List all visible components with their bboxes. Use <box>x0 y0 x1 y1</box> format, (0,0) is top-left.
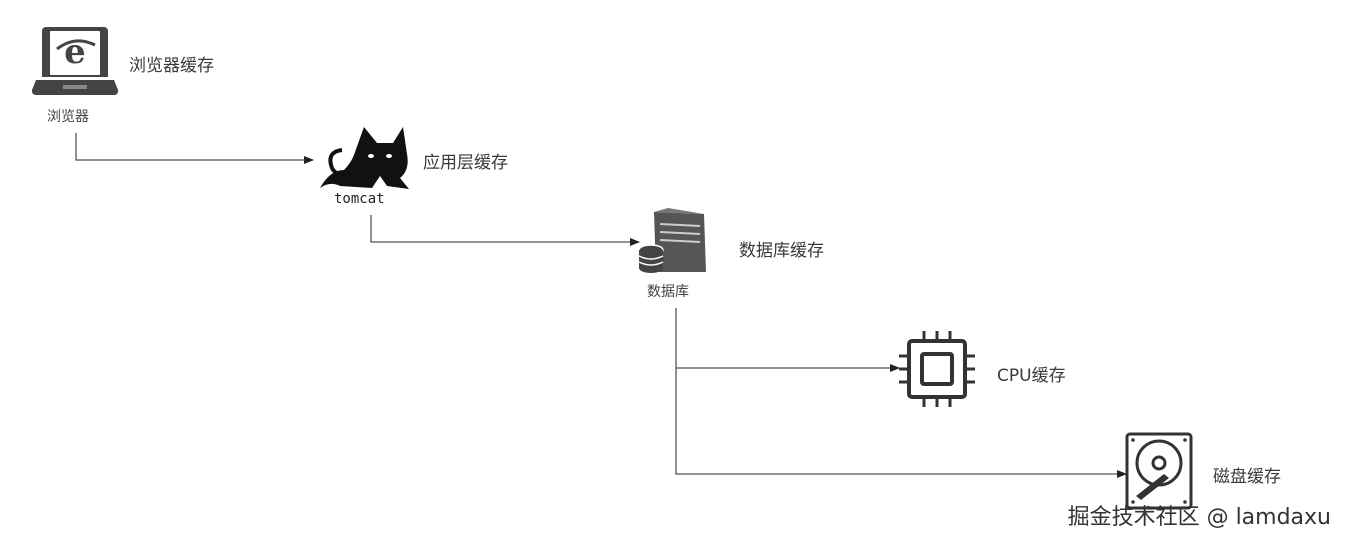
database-server-icon <box>638 208 706 273</box>
database-cache-label: 数据库缓存 <box>739 241 824 261</box>
cpu-cache-label: CPU缓存 <box>997 366 1066 386</box>
disk-cache-label: 磁盘缓存 <box>1213 467 1281 487</box>
tomcat-node-label: tomcat <box>334 191 385 207</box>
watermark-text: 掘金技术社区 @ lamdaxu <box>1067 505 1331 530</box>
edge-tomcat-database <box>370 215 640 246</box>
laptop-browser-icon: e <box>31 27 119 96</box>
edge-browser-tomcat <box>75 133 314 164</box>
hard-disk-icon <box>1125 432 1193 510</box>
tomcat-cat-icon <box>320 127 409 189</box>
cpu-chip-icon <box>899 331 975 407</box>
database-node-label: 数据库 <box>647 284 689 300</box>
svg-text:e: e <box>64 32 86 72</box>
edge-database-cpu <box>675 308 1127 478</box>
connectors <box>75 133 1127 478</box>
browser-cache-label: 浏览器缓存 <box>129 56 214 76</box>
tomcat-cache-label: 应用层缓存 <box>423 153 508 173</box>
browser-node-label: 浏览器 <box>47 109 89 125</box>
